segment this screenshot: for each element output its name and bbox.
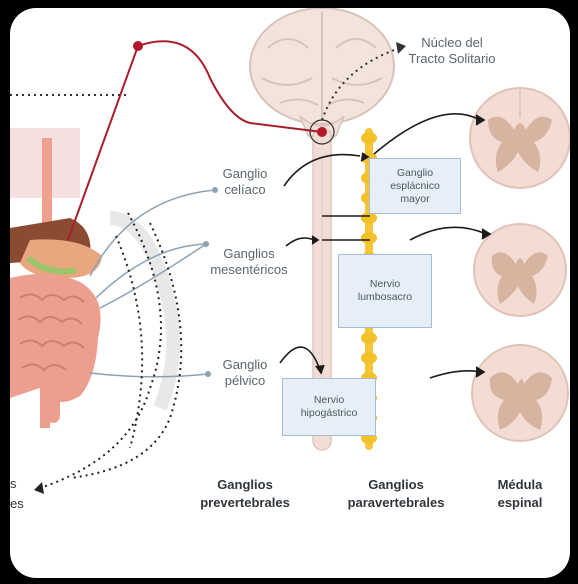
spinal-section-bottom: [472, 345, 568, 441]
label-nucleus-solitary-tract: Núcleo del Tracto Solitario: [392, 35, 512, 67]
label-mesenteric-ganglia: Ganglios mesentéricos: [194, 246, 304, 278]
box-greater-splanchnic-ganglion: Ganglio esplácnico mayor: [369, 158, 461, 214]
box-hypogastric-nerve: Nervio hipogástrico: [282, 378, 376, 436]
diagram-frame: Núcleo del Tracto Solitario Ganglio celí…: [10, 8, 570, 578]
ganglion-connections: [90, 187, 218, 377]
box-lumbosacral-nerve: Nervio lumbosacro: [338, 254, 432, 328]
spinal-section-middle: [474, 224, 566, 316]
efferent-arrows: [280, 114, 490, 378]
cutoff-text-line1: s: [10, 476, 17, 491]
brain-illustration: [250, 8, 394, 136]
column-title-prevertebral: Ganglios prevertebrales: [180, 476, 310, 512]
cutoff-text-line2: es: [10, 496, 24, 511]
column-title-spinal-cord: Médula espinal: [480, 476, 560, 512]
column-title-paravertebral: Ganglios paravertebrales: [326, 476, 466, 512]
label-pelvic-ganglion: Ganglio pélvico: [210, 357, 280, 389]
spinal-section-top: [470, 88, 570, 188]
label-celiac-ganglion: Ganglio celíaco: [210, 166, 280, 198]
